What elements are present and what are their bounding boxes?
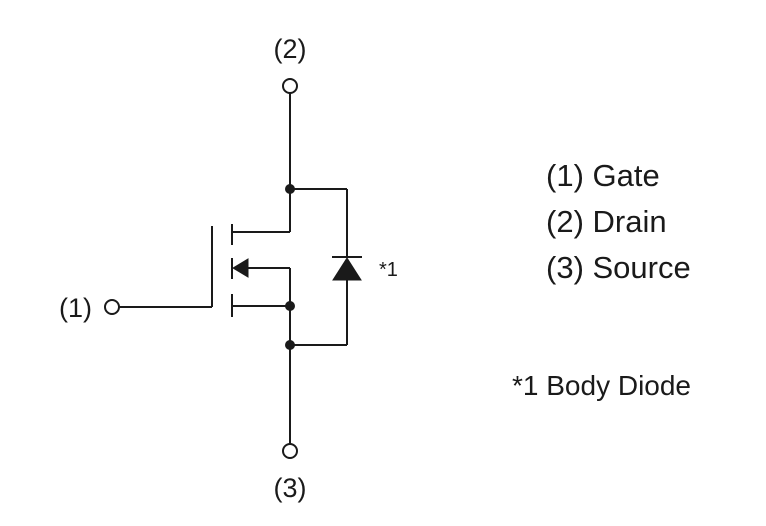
legend-item-gate: (1) Gate — [546, 158, 660, 193]
diode-triangle — [332, 257, 362, 281]
source-pin-label: (3) — [274, 473, 307, 503]
gate-terminal — [104, 299, 120, 315]
legend-item-source: (3) Source — [546, 250, 691, 285]
drain-terminal — [282, 78, 298, 94]
source-terminal — [282, 443, 298, 459]
diode-note-marker: *1 — [379, 259, 398, 281]
body-arrow — [232, 258, 249, 278]
legend-item-drain: (2) Drain — [546, 204, 667, 239]
legend-note-body-diode: *1 Body Diode — [512, 370, 691, 401]
drain-pin-label: (2) — [274, 34, 307, 64]
gate-pin-label: (1) — [59, 293, 92, 323]
